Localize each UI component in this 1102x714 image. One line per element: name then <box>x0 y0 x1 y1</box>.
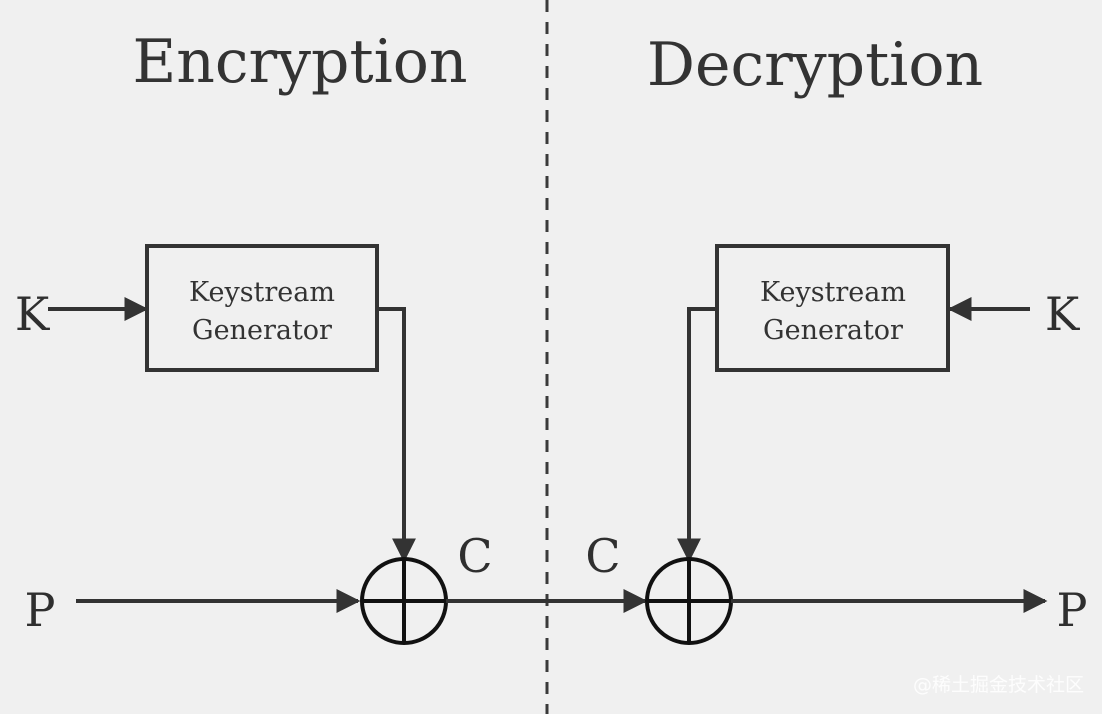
encryption-keystream-label-line1: Keystream <box>189 277 335 308</box>
decryption-xor-icon <box>645 557 733 645</box>
encryption-keystream-arrow <box>377 307 416 563</box>
decryption-keystream-arrow <box>677 307 717 563</box>
encryption-xor-icon <box>360 557 448 645</box>
decryption-heading: Decryption <box>647 30 983 100</box>
encryption-heading: Encryption <box>132 27 467 97</box>
decryption-key-label: K <box>1045 287 1081 341</box>
encryption-ciphertext-label: C <box>457 529 492 583</box>
decryption-keystream-label-line2: Generator <box>763 315 903 346</box>
encryption-plaintext-label: P <box>25 583 56 637</box>
decryption-keystream-generator-box <box>715 244 950 372</box>
decryption-keystream-label-line1: Keystream <box>760 277 906 308</box>
decryption-plaintext-label: P <box>1057 583 1088 637</box>
watermark-text: @稀土掘金技术社区 <box>913 674 1084 696</box>
encryption-keystream-label-line2: Generator <box>192 315 332 346</box>
encryption-keystream-generator-box <box>145 244 379 372</box>
encryption-key-label: K <box>15 287 51 341</box>
decryption-ciphertext-label: C <box>585 529 620 583</box>
